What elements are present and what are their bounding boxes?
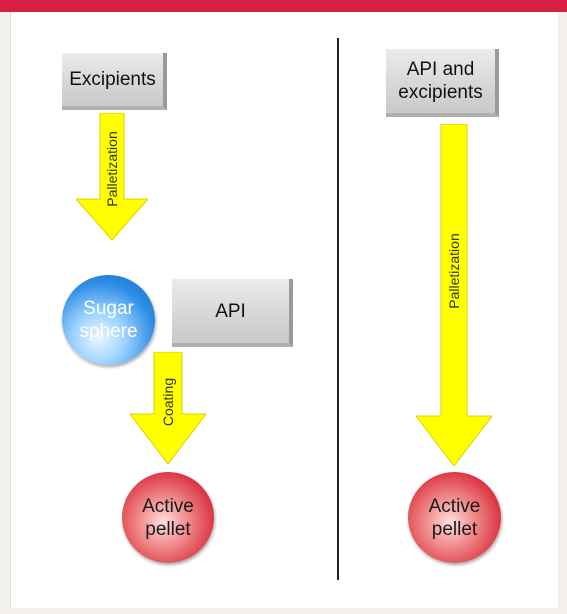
palletization-label-right: Palletization: [446, 233, 462, 309]
sugar-sphere-line1: Sugar: [83, 298, 134, 319]
sugar-sphere-line2: sphere: [79, 321, 138, 342]
active-pellet-left-line1: Active: [142, 495, 194, 517]
api-excipients-box: API and excipients: [386, 49, 499, 117]
api-excipients-line1: API and: [406, 59, 475, 80]
header-bar: [0, 0, 567, 12]
coating-label: Coating: [160, 377, 176, 427]
palletization-arrow-right: [416, 124, 492, 466]
active-pellet-right-line1: Active: [428, 495, 481, 517]
excipients-label: Excipients: [69, 69, 156, 90]
api-box: API: [172, 279, 293, 347]
palletization-label-left: Palletization: [104, 131, 120, 207]
column-divider: [337, 38, 339, 580]
excipients-box: Excipients: [62, 53, 167, 110]
active-pellet-left: Active pellet: [122, 472, 214, 563]
coating-arrow: [130, 352, 206, 464]
sugar-sphere: Sugar sphere: [62, 275, 155, 365]
active-pellet-right-line2: pellet: [431, 518, 478, 540]
active-pellet-right: Active pellet: [408, 472, 501, 563]
api-excipients-line2: excipients: [398, 82, 483, 103]
palletization-arrow-left: [76, 113, 148, 240]
active-pellet-left-line2: pellet: [145, 518, 191, 540]
api-label: API: [215, 300, 246, 322]
